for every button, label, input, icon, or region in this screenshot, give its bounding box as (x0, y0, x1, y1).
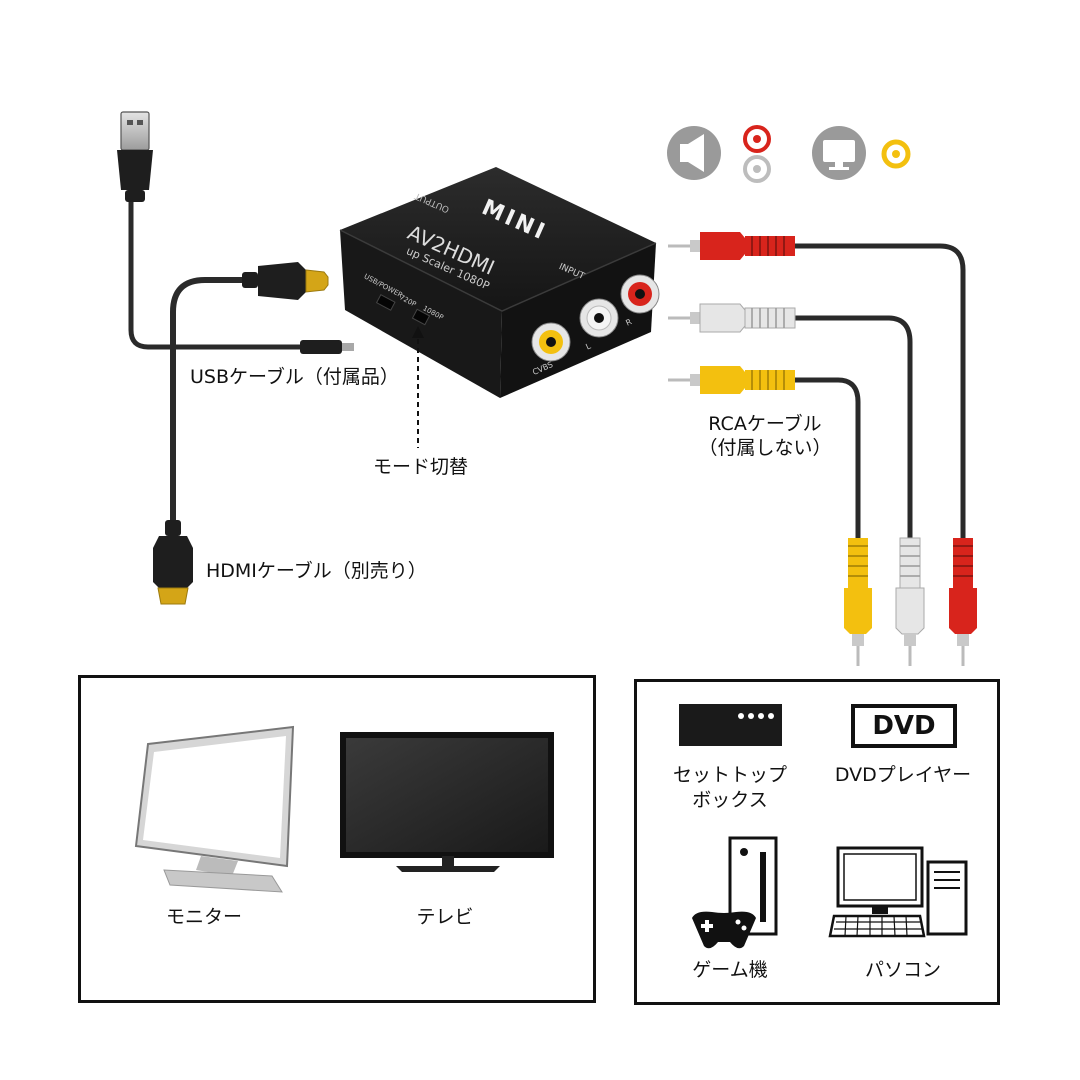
usb-cable-label: USBケーブル（付属品） (190, 366, 399, 388)
output-device-tv-label: テレビ (416, 906, 474, 928)
input-device-dvd-label: DVDプレイヤー (834, 764, 972, 786)
mode-switch-label: モード切替 (373, 456, 469, 478)
output-device-monitor-label: モニター (165, 906, 242, 928)
input-device-stb-label-line1: セットトップ (672, 764, 787, 786)
rca-plug-red-h (668, 232, 795, 260)
dvd-icon (851, 704, 957, 748)
input-device-game-label: ゲーム機 (692, 959, 768, 981)
av2hdmi-adapter (339, 167, 660, 398)
rca-plug-yellow-v (844, 538, 872, 666)
rca-yellow-wire (795, 377, 861, 540)
usb-plug (117, 111, 153, 202)
micro-usb-plug (300, 340, 354, 354)
hdmi-cable-label: HDMIケーブル（別売り） (206, 560, 427, 582)
speaker-icon (667, 126, 721, 180)
rca-plug-yellow-h (668, 366, 795, 394)
output-devices-panel (78, 675, 596, 1003)
video-jack-yellow-icon (881, 139, 911, 169)
set-top-box-icon (679, 704, 782, 746)
hdmi-plug-bottom (153, 520, 193, 605)
rca-red-wire (795, 243, 966, 540)
dvd-badge-text: DVD (872, 711, 936, 741)
tv-icon (340, 732, 554, 872)
audio-jack-white-icon (743, 155, 771, 183)
input-device-stb-label-line2: ボックス (692, 789, 768, 811)
rca-cable-label-line2: （付属しない） (698, 437, 832, 459)
monitor-legend-icon (812, 126, 866, 180)
rca-plug-white-h (668, 303, 796, 333)
monitor-icon (134, 725, 295, 893)
rca-plug-red-v (949, 538, 977, 666)
game-console-icon (692, 836, 778, 949)
input-device-pc-label: パソコン (864, 959, 941, 981)
hdmi-cable-wire (170, 277, 246, 525)
audio-jack-red-icon (743, 125, 771, 153)
rca-plug-white-v (895, 537, 925, 666)
hdmi-plug-top (242, 262, 329, 300)
rca-white-wire (795, 315, 913, 540)
usb-cable-wire (128, 200, 318, 350)
input-devices-panel (634, 679, 1000, 1005)
rca-cable-label-line1: RCAケーブル (708, 413, 822, 435)
pc-icon (828, 846, 968, 938)
